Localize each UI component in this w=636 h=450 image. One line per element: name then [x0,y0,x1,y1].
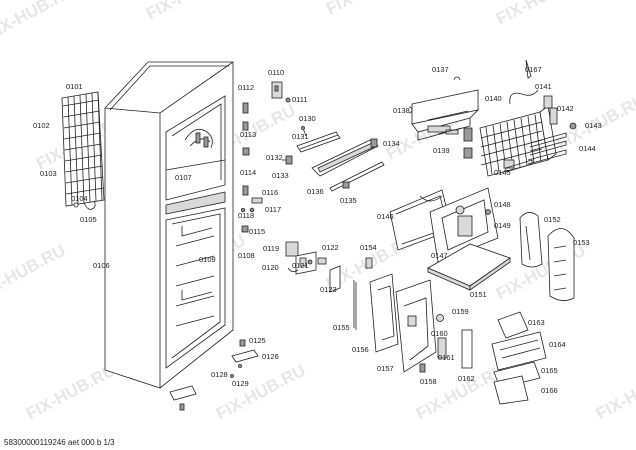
part-label-0140: 0140 [485,94,502,103]
part-label-0141: 0141 [535,82,552,91]
part-label-0146: 0146 [377,212,394,221]
part-label-0120: 0120 [262,263,279,272]
part-label-0105: 0105 [80,215,97,224]
watermark-text: FIX-HUB.RU [493,0,589,29]
part-label-0136: 0136 [307,187,324,196]
part-label-0109: 0109 [199,255,216,264]
watermark-text: FIX-HUB.RU [23,361,119,424]
part-label-0117: 0117 [265,205,281,214]
part-label-0131: 0131 [292,132,309,141]
part-label-0143: 0143 [585,121,602,130]
compressor-bracket [408,76,480,141]
part-label-0108: 0108 [238,251,255,260]
part-label-0112: 0112 [238,83,254,92]
part-label-0106: 0106 [93,261,110,270]
air-duct-parts [282,126,385,192]
thermostat-parts [285,241,341,293]
part-label-0113: 0113 [240,130,256,139]
part-label-0103: 0103 [40,169,57,178]
part-label-0111: 0111 [292,95,308,104]
drawing-number: 58300000119246 aet 000 b 1/3 [4,438,115,447]
part-label-0130: 0130 [299,114,316,123]
watermark-layer: FIX-HUB.RU FIX-HUB.RU FIX-HUB.RU FIX-HUB.RU… [0,0,636,424]
watermark-text: FIX-HUB.RU [0,241,69,304]
part-label-0165: 0165 [541,366,558,375]
part-label-0158: 0158 [420,377,437,386]
part-label-0151: 0151 [470,290,487,299]
part-label-0115: 0115 [249,227,265,236]
part-label-0118: 0118 [238,211,254,220]
part-label-0123: 0123 [320,285,337,294]
part-label-0149: 0149 [494,221,511,230]
part-label-0102: 0102 [33,121,50,130]
part-label-0162: 0162 [458,374,475,383]
part-label-0164: 0164 [549,340,566,349]
part-label-0163: 0163 [528,318,545,327]
part-label-0160: 0160 [431,329,448,338]
part-label-0156: 0156 [352,345,369,354]
part-label-0128: 0128 [211,370,228,379]
part-label-0134: 0134 [383,139,400,148]
part-label-0133: 0133 [272,171,289,180]
part-label-0155: 0155 [333,323,350,332]
part-label-0119: 0119 [263,244,279,253]
part-label-0142: 0142 [557,104,574,113]
part-label-0104: 0104 [71,194,88,203]
watermark-text: FIX-HUB.RU [0,0,79,44]
part-label-0167: 0167 [525,65,542,74]
part-label-0161: 0161 [438,353,455,362]
part-label-0157: 0157 [377,364,394,373]
part-label-0110: 0110 [268,68,284,77]
part-label-0121: 0121 [292,261,309,270]
part-label-0137: 0137 [432,65,449,74]
part-label-0154: 0154 [360,243,377,252]
part-label-0147: 0147 [431,251,448,260]
condenser-grid [61,91,105,210]
dispenser-parts [491,311,547,405]
part-label-0114: 0114 [240,168,256,177]
watermark-text: FIX-HUB.RU [143,0,239,24]
top-hinge-parts [240,81,291,233]
part-label-0125: 0125 [249,336,266,345]
part-label-0145: 0145 [494,168,511,177]
watermark-text: FIX-HUB.RU [413,361,509,424]
part-label-0152: 0152 [544,215,561,224]
part-label-0148: 0148 [494,200,511,209]
bottom-hinge-parts [169,339,259,411]
part-label-0122: 0122 [322,243,339,252]
part-label-0126: 0126 [262,352,279,361]
side-panels [519,212,575,301]
part-label-0132: 0132 [266,153,283,162]
part-label-0129: 0129 [232,379,249,388]
part-label-0135: 0135 [340,196,357,205]
watermark-text: FIX-HUB.RU [323,0,419,19]
part-label-0138: 0138 [393,106,410,115]
compressor-coil-assembly [463,59,577,177]
frame-assembly [389,187,511,291]
lamp-housing-parts [353,257,473,373]
part-label-0166: 0166 [541,386,558,395]
part-label-0153: 0153 [573,238,590,247]
part-label-0116: 0116 [262,188,278,197]
part-labels: 0101 0102 0103 0104 0105 0106 0107 0108 0109 0110… [33,65,602,395]
evaporator-tubes [505,132,567,173]
cabinet [104,61,234,389]
watermark-text: FIX-HUB.RU [593,361,636,424]
part-label-0144: 0144 [579,144,596,153]
part-label-0139: 0139 [433,146,450,155]
part-label-0107: 0107 [175,173,192,182]
part-label-0101: 0101 [66,82,83,91]
part-label-0159: 0159 [452,307,469,316]
